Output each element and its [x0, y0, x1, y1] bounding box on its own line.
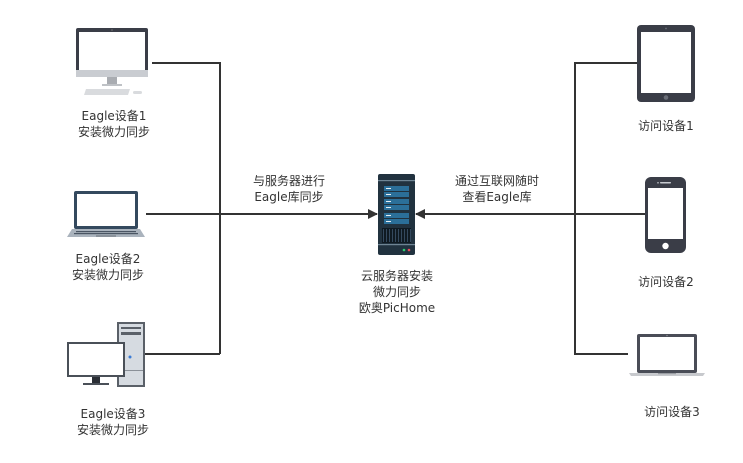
right-edge-label-line1: 通过互联网随时	[454, 174, 540, 188]
server-label-line1: 云服务器安装	[360, 269, 433, 283]
left-device-1-label: Eagle设备1 安装微力同步	[78, 108, 150, 140]
left-edge-label-line2: Eagle库同步	[254, 190, 324, 204]
wire-left-device1	[152, 62, 221, 354]
desktop-tower-icon[interactable]	[66, 321, 148, 389]
server-label-line2: 微力同步	[372, 285, 421, 299]
wire-right-device1	[574, 62, 637, 355]
left-device-1-name: Eagle设备1	[81, 109, 147, 123]
right-device-3-name: 访问设备3	[644, 405, 700, 419]
left-device-3-sub: 安装微力同步	[76, 423, 150, 437]
laptop-icon[interactable]	[628, 333, 706, 378]
left-edge-label: 与服务器进行 Eagle库同步	[253, 173, 325, 205]
server-label: 云服务器安装 微力同步 欧奥PicHome	[359, 268, 435, 316]
laptop-icon[interactable]	[66, 190, 146, 240]
right-device-3-label: 访问设备3	[644, 404, 700, 420]
left-edge-label-line1: 与服务器进行	[252, 174, 326, 188]
phone-icon[interactable]	[645, 177, 686, 253]
left-device-2-label: Eagle设备2 安装微力同步	[72, 251, 144, 283]
server-label-line3: 欧奥PicHome	[358, 301, 436, 315]
right-device-1-label: 访问设备1	[638, 118, 694, 134]
right-device-2-label: 访问设备2	[638, 274, 694, 290]
right-device-1-name: 访问设备1	[638, 119, 694, 133]
tablet-icon[interactable]	[637, 25, 695, 102]
right-edge-label: 通过互联网随时 查看Eagle库	[455, 173, 539, 205]
left-device-3-name: Eagle设备3	[80, 407, 146, 421]
server-icon[interactable]	[378, 174, 415, 255]
desktop-imac-icon[interactable]	[74, 27, 152, 99]
right-device-2-name: 访问设备2	[638, 275, 694, 289]
left-device-2-sub: 安装微力同步	[71, 268, 145, 282]
left-device-2-name: Eagle设备2	[75, 252, 141, 266]
left-device-3-label: Eagle设备3 安装微力同步	[77, 406, 149, 438]
right-edge-label-line2: 查看Eagle库	[462, 190, 532, 204]
left-device-1-sub: 安装微力同步	[77, 125, 151, 139]
